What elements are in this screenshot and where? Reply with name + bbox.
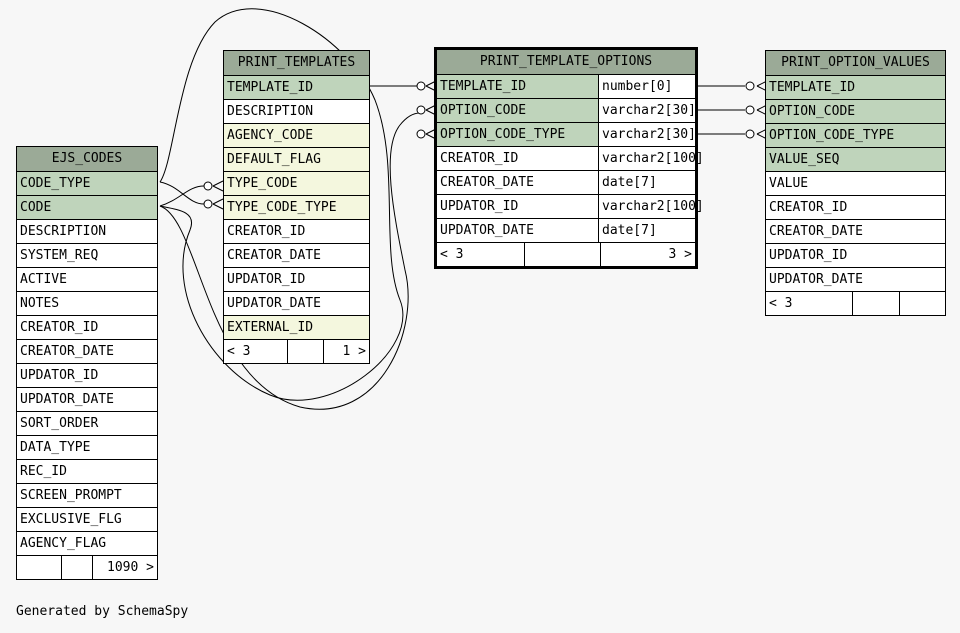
children-count[interactable]: 1 > bbox=[323, 340, 369, 363]
column-row[interactable]: UPDATOR_DATE bbox=[766, 268, 945, 292]
column-row[interactable]: TEMPLATE_ID bbox=[224, 76, 369, 100]
column-row[interactable]: CREATOR_DATE bbox=[224, 244, 369, 268]
optional-marker bbox=[745, 81, 755, 91]
footer-spacer bbox=[61, 556, 92, 579]
parents-count[interactable] bbox=[17, 556, 61, 579]
footer-spacer bbox=[524, 243, 600, 266]
generated-by-text: Generated by SchemaSpy bbox=[16, 604, 189, 619]
table-title[interactable]: PRINT_TEMPLATE_OPTIONS bbox=[437, 50, 695, 75]
column-row[interactable]: REC_ID bbox=[17, 460, 157, 484]
column-row[interactable]: DATA_TYPE bbox=[17, 436, 157, 460]
column-row[interactable]: CODE_TYPE bbox=[17, 172, 157, 196]
parents-count[interactable]: < 3 bbox=[227, 344, 251, 359]
optional-marker bbox=[416, 129, 426, 139]
optional-marker bbox=[203, 199, 213, 209]
children-count[interactable]: 3 > bbox=[600, 243, 695, 266]
column-row[interactable]: CREATOR_DATE bbox=[17, 340, 157, 364]
column-row[interactable]: EXCLUSIVE_FLG bbox=[17, 508, 157, 532]
column-row[interactable]: SCREEN_PROMPT bbox=[17, 484, 157, 508]
table-footer: < 3 1 > bbox=[224, 340, 369, 363]
optional-marker bbox=[416, 105, 426, 115]
column-row[interactable]: ACTIVE bbox=[17, 268, 157, 292]
column-row[interactable]: DESCRIPTION bbox=[17, 220, 157, 244]
table-print-templates[interactable]: PRINT_TEMPLATES TEMPLATE_ID DESCRIPTION … bbox=[223, 50, 370, 364]
column-row[interactable]: CREATOR_DATE bbox=[766, 220, 945, 244]
column-row[interactable]: VALUE_SEQ bbox=[766, 148, 945, 172]
crow-foot bbox=[212, 180, 224, 192]
optional-marker bbox=[745, 105, 755, 115]
column-row[interactable]: AGENCY_CODE bbox=[224, 124, 369, 148]
column-row[interactable]: TYPE_CODE_TYPE bbox=[224, 196, 369, 220]
children-count[interactable] bbox=[899, 292, 945, 315]
column-row[interactable]: OPTION_CODE_TYPE bbox=[766, 124, 945, 148]
table-ejs-codes[interactable]: EJS_CODES CODE_TYPE CODE DESCRIPTION SYS… bbox=[16, 146, 158, 580]
table-print-option-values[interactable]: PRINT_OPTION_VALUES TEMPLATE_ID OPTION_C… bbox=[765, 50, 946, 316]
column-type: varchar2[30] bbox=[598, 123, 696, 146]
table-footer: 1090 > bbox=[17, 556, 157, 579]
column-row[interactable]: UPDATOR_DATE bbox=[224, 292, 369, 316]
column-type: date[7] bbox=[598, 219, 695, 242]
optional-marker bbox=[203, 181, 213, 191]
column-row[interactable]: TEMPLATE_ID bbox=[766, 76, 945, 100]
link-ejs-code-to-type-code bbox=[159, 185, 205, 207]
link-ejs-to-option-code bbox=[159, 8, 404, 401]
column-row[interactable]: CREATOR_ID bbox=[766, 196, 945, 220]
parents-count[interactable]: < 3 bbox=[440, 247, 464, 262]
column-row[interactable]: SYSTEM_REQ bbox=[17, 244, 157, 268]
optional-marker bbox=[416, 81, 426, 91]
parents-count[interactable]: < 3 bbox=[769, 296, 793, 311]
column-row[interactable]: NOTES bbox=[17, 292, 157, 316]
link-ejs-codetype-to-type-code-type bbox=[159, 181, 205, 205]
column-row[interactable]: AGENCY_FLAG bbox=[17, 532, 157, 556]
column-row[interactable]: DEFAULT_FLAG bbox=[224, 148, 369, 172]
optional-marker bbox=[745, 129, 755, 139]
column-row[interactable]: TYPE_CODE bbox=[224, 172, 369, 196]
column-type: varchar2[100] bbox=[598, 195, 704, 218]
table-title[interactable]: EJS_CODES bbox=[17, 147, 157, 172]
column-row[interactable]: OPTION_CODE bbox=[766, 100, 945, 124]
crow-foot bbox=[212, 198, 224, 210]
column-row[interactable]: SORT_ORDER bbox=[17, 412, 157, 436]
column-row[interactable]: UPDATOR_ID bbox=[224, 268, 369, 292]
column-row[interactable]: UPDATOR_ID bbox=[17, 364, 157, 388]
column-type: number[0] bbox=[598, 75, 695, 98]
column-row[interactable]: CODE bbox=[17, 196, 157, 220]
column-type: varchar2[100] bbox=[598, 147, 704, 170]
table-footer: < 3 bbox=[766, 292, 945, 315]
column-type: date[7] bbox=[598, 171, 695, 194]
children-count[interactable]: 1090 > bbox=[92, 556, 157, 579]
table-title[interactable]: PRINT_TEMPLATES bbox=[224, 51, 369, 76]
column-row[interactable]: UPDATOR_ID bbox=[766, 244, 945, 268]
column-type: varchar2[30] bbox=[598, 99, 696, 122]
column-row[interactable]: VALUE bbox=[766, 172, 945, 196]
footer-spacer bbox=[287, 340, 323, 363]
column-row[interactable]: DESCRIPTION bbox=[224, 100, 369, 124]
footer-spacer bbox=[852, 292, 899, 315]
column-row[interactable]: EXTERNAL_ID bbox=[224, 316, 369, 340]
table-title[interactable]: PRINT_OPTION_VALUES bbox=[766, 51, 945, 76]
link-ejs-to-option-code-type bbox=[159, 112, 421, 410]
column-row[interactable]: CREATOR_ID bbox=[17, 316, 157, 340]
column-row[interactable]: CREATOR_ID bbox=[224, 220, 369, 244]
table-footer: < 3 3 > bbox=[437, 243, 695, 266]
column-row[interactable]: UPDATOR_DATE bbox=[17, 388, 157, 412]
